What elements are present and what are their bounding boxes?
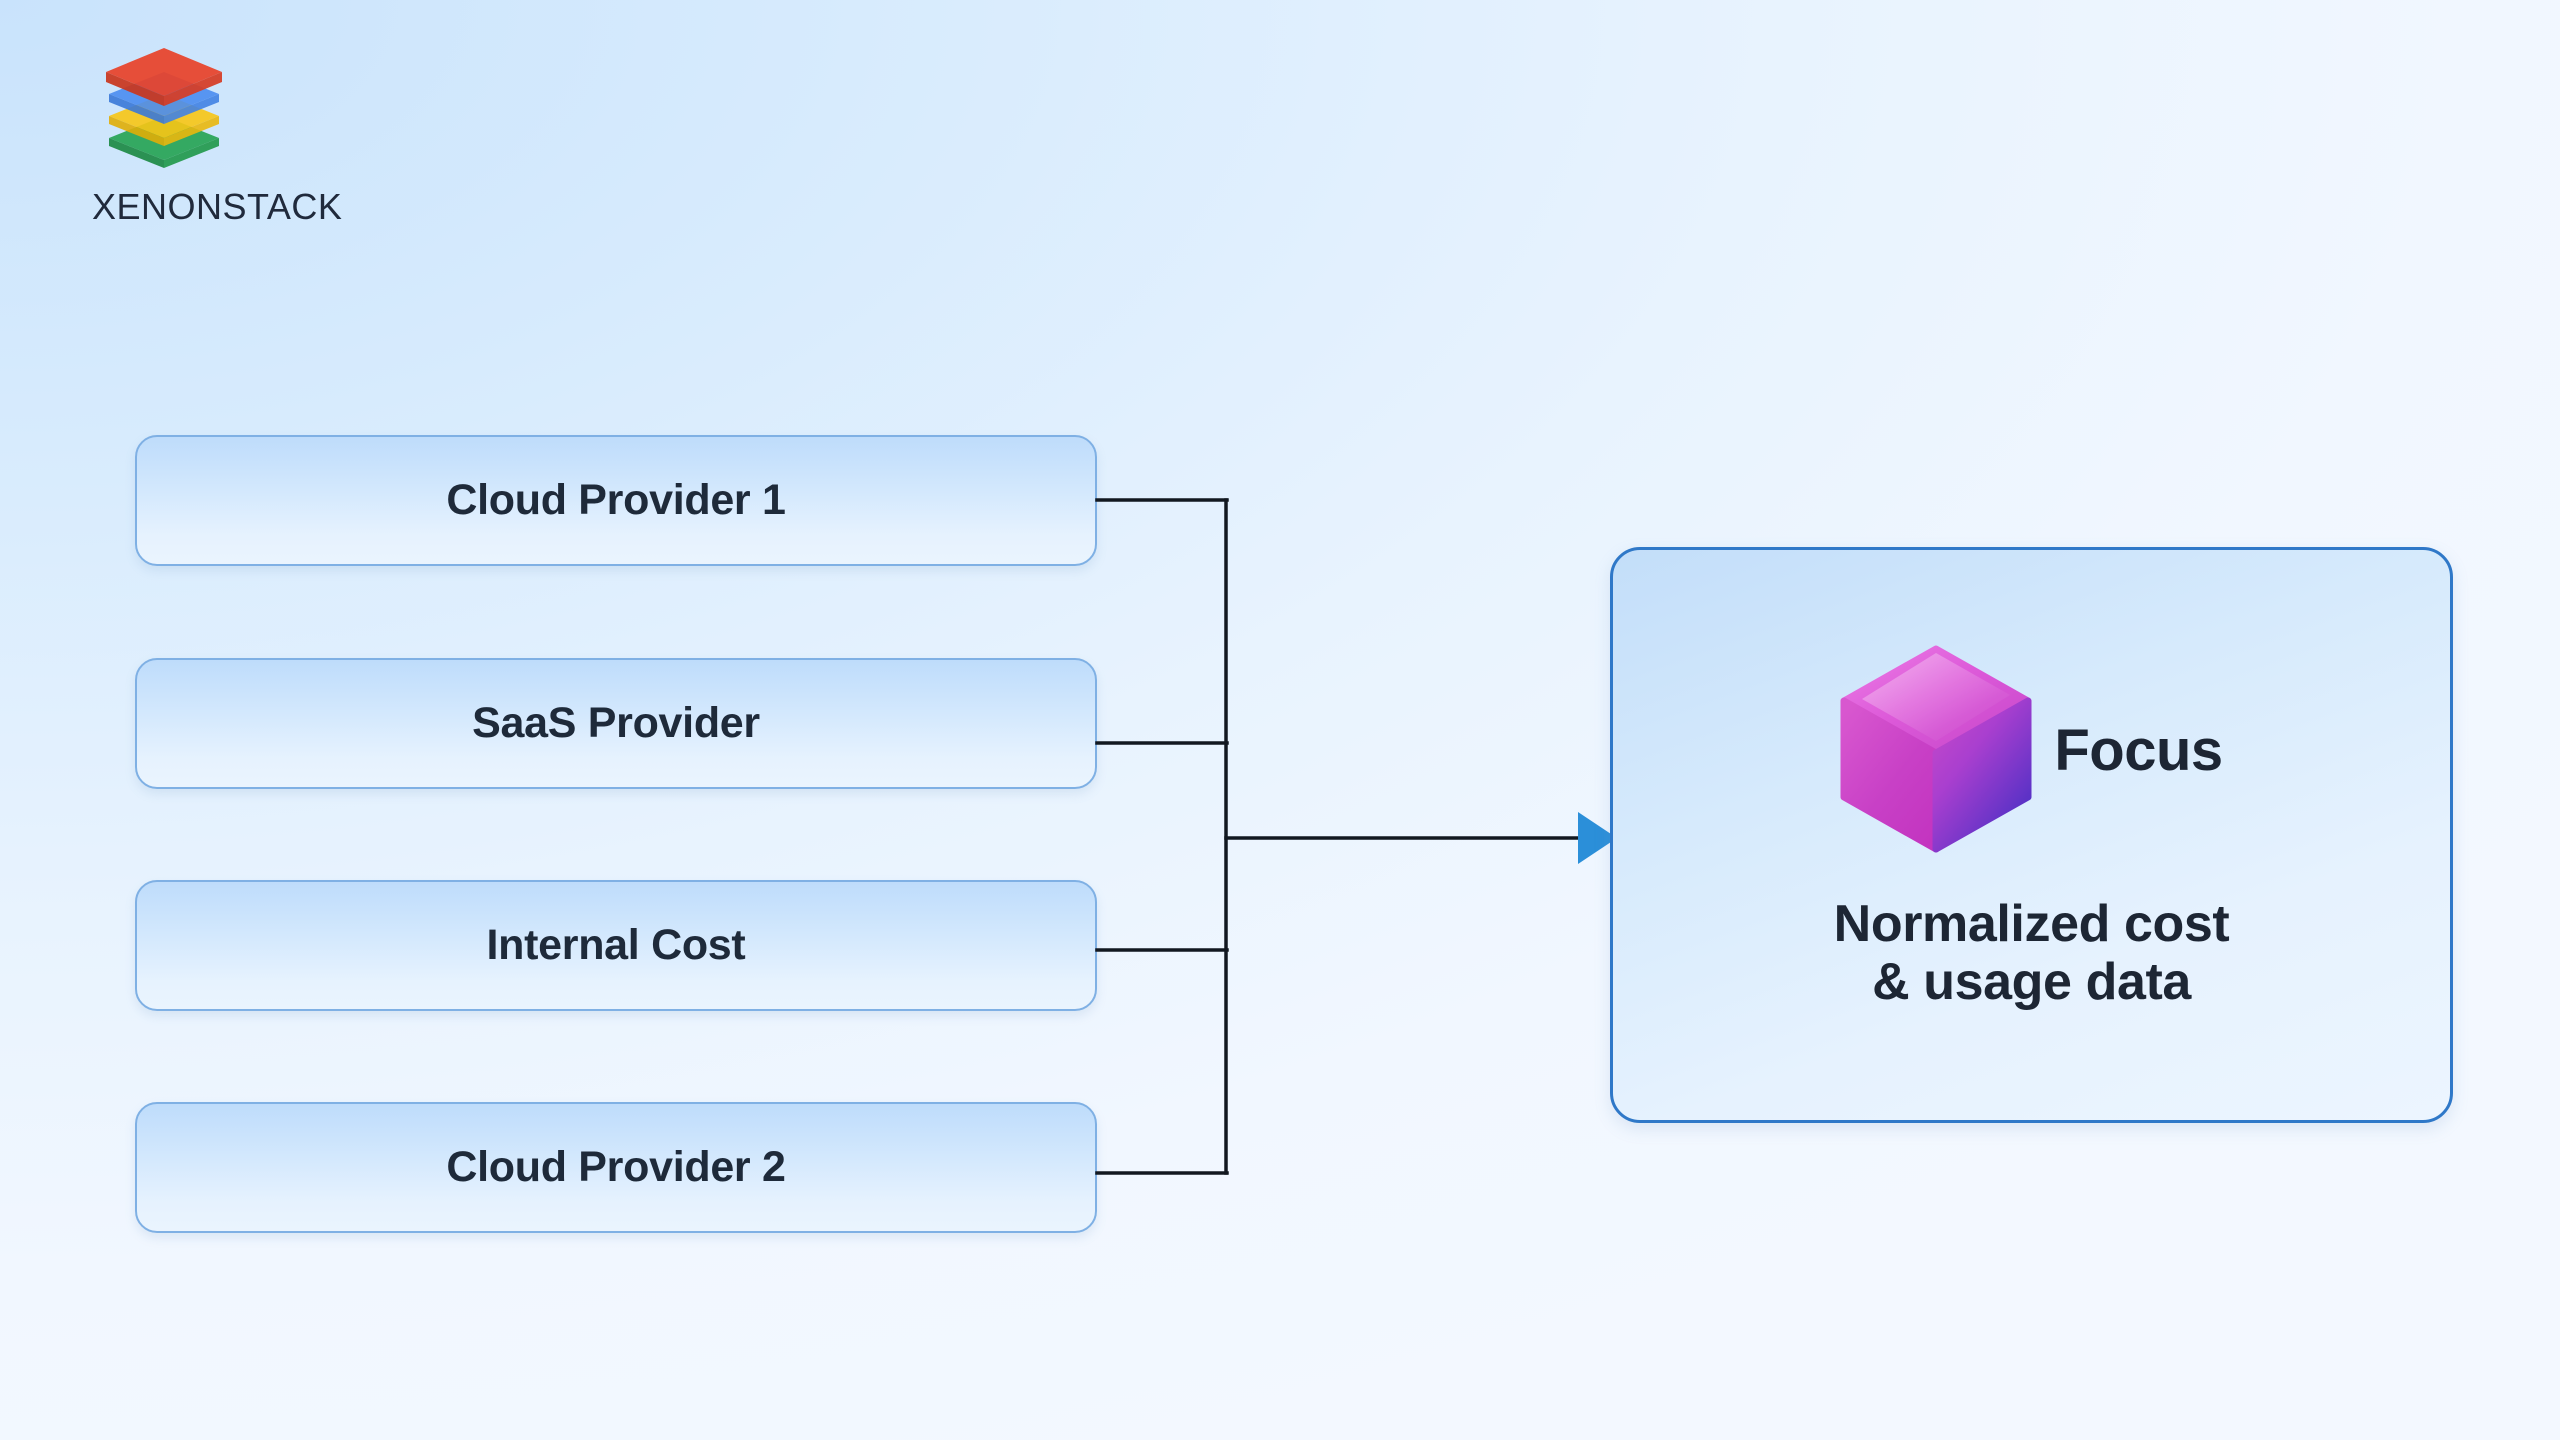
focus-title: Focus: [2054, 717, 2223, 783]
source-box-label: Internal Cost: [486, 921, 746, 969]
source-box-label: Cloud Provider 2: [446, 1143, 786, 1191]
focus-panel[interactable]: Focus Normalized cost & usage data: [1610, 547, 2453, 1123]
brand-logo: XENONSTACK: [92, 38, 392, 228]
stacked-layers-svg: [106, 48, 222, 168]
source-box-label: SaaS Provider: [472, 699, 760, 747]
source-box-saas-provider[interactable]: SaaS Provider: [135, 658, 1097, 789]
focus-caption: Normalized cost & usage data: [1613, 895, 2450, 1011]
source-box-label: Cloud Provider 1: [446, 476, 786, 524]
focus-caption-line-2: & usage data: [1872, 953, 2191, 1012]
source-box-cloud-provider-2[interactable]: Cloud Provider 2: [135, 1102, 1097, 1233]
focus-header: Focus: [1613, 645, 2450, 855]
source-box-cloud-provider-1[interactable]: Cloud Provider 1: [135, 435, 1097, 566]
focus-caption-line-1: Normalized cost: [1833, 895, 2230, 953]
source-box-internal-cost[interactable]: Internal Cost: [135, 880, 1097, 1011]
focus-cube-icon: [1840, 645, 2032, 853]
brand-name: XENONSTACK: [92, 186, 343, 227]
stacked-layers-icon: [104, 38, 254, 178]
